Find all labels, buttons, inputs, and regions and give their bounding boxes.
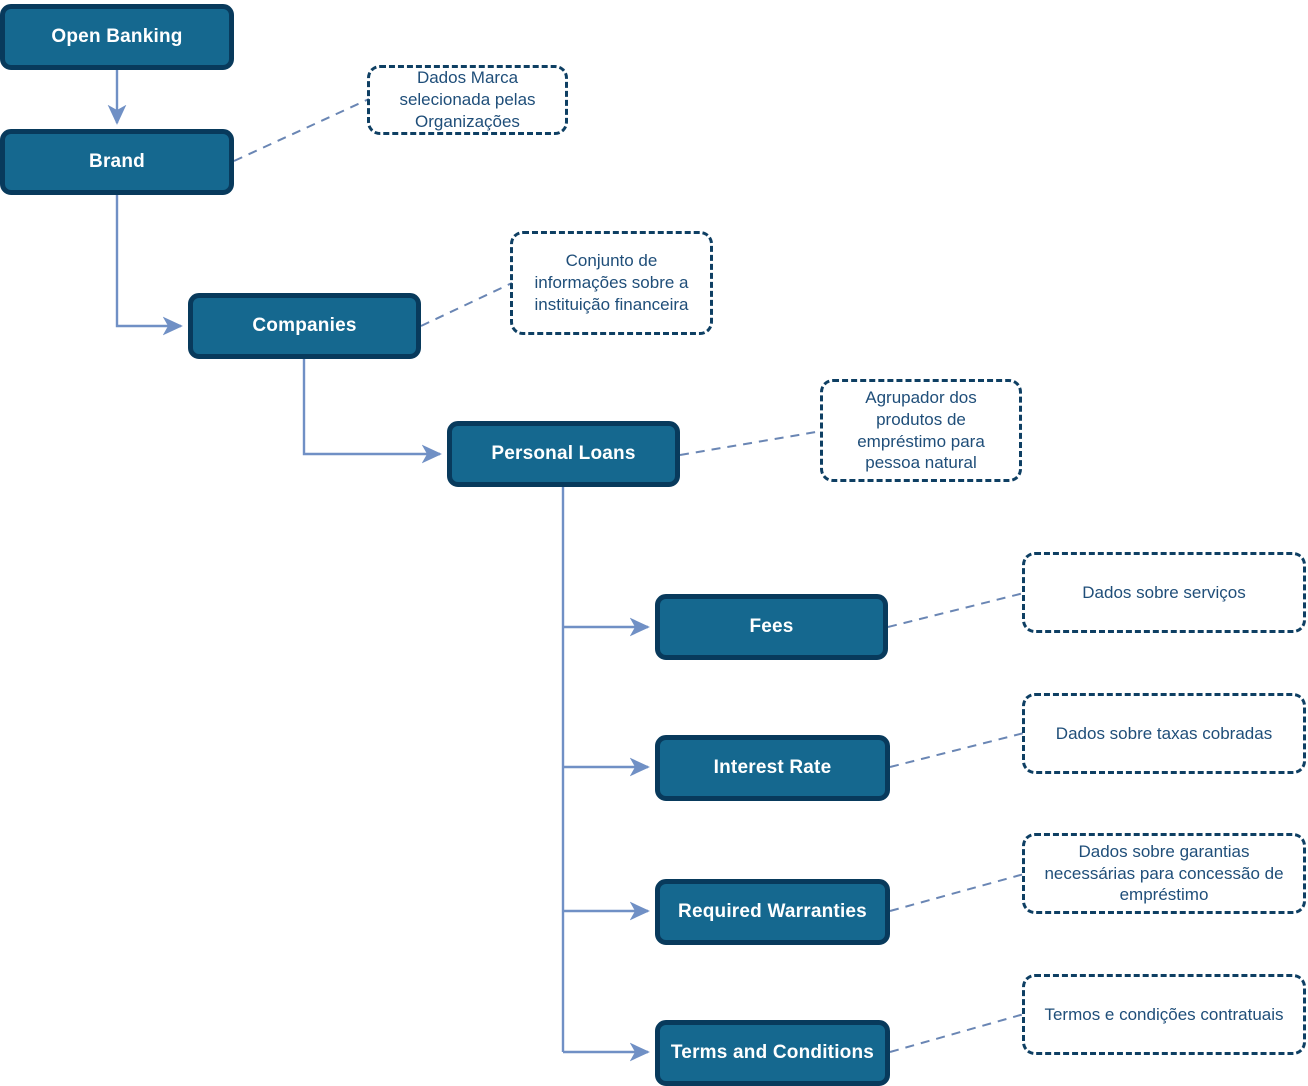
note-personal-loans: Agrupador dos produtos de empréstimo par… <box>820 379 1022 482</box>
note-required-warranties-text: Dados sobre garantias necessárias para c… <box>1044 841 1284 905</box>
note-interest-rate-text: Dados sobre taxas cobradas <box>1055 723 1273 743</box>
node-fees-label: Fees <box>749 616 794 638</box>
note-companies-text: Conjunto de informações sobre a institui… <box>534 251 689 314</box>
leader-terms-and-conditions-to-note <box>889 1013 1025 1053</box>
note-fees: Dados sobre serviços <box>1022 552 1306 633</box>
note-personal-loans-text: Agrupador dos produtos de empréstimo par… <box>857 388 985 473</box>
node-required-warranties[interactable]: Required Warranties <box>655 879 890 945</box>
edge-companies-to-personal-loans <box>302 358 442 464</box>
node-brand[interactable]: Brand <box>0 129 234 195</box>
note-interest-rate: Dados sobre taxas cobradas <box>1022 693 1306 774</box>
node-interest-rate[interactable]: Interest Rate <box>655 735 890 801</box>
leader-companies-to-note <box>420 282 513 327</box>
node-personal-loans[interactable]: Personal Loans <box>447 421 680 487</box>
node-required-warranties-label: Required Warranties <box>678 901 867 923</box>
node-fees[interactable]: Fees <box>655 594 888 660</box>
edge-brand-to-companies <box>115 193 183 336</box>
node-brand-label: Brand <box>89 151 145 173</box>
leader-brand-to-note <box>233 98 370 162</box>
leader-fees-to-note <box>887 592 1025 628</box>
note-brand: Dados Marca selecionada pelas Organizaçõ… <box>367 65 568 135</box>
note-terms-and-conditions: Termos e condições contratuais <box>1022 974 1306 1055</box>
note-companies: Conjunto de informações sobre a institui… <box>510 231 713 335</box>
note-brand-text: Dados Marca selecionada pelas Organizaçõ… <box>399 68 536 131</box>
note-required-warranties: Dados sobre garantias necessárias para c… <box>1022 833 1306 914</box>
note-terms-and-conditions-text: Termos e condições contratuais <box>1044 1004 1284 1024</box>
note-fees-text: Dados sobre serviços <box>1082 582 1246 602</box>
node-personal-loans-label: Personal Loans <box>491 443 636 465</box>
leader-interest-rate-to-note <box>889 732 1025 768</box>
node-open-banking[interactable]: Open Banking <box>0 4 234 70</box>
node-interest-rate-label: Interest Rate <box>713 757 832 779</box>
node-terms-and-conditions[interactable]: Terms and Conditions <box>655 1020 890 1086</box>
node-companies-label: Companies <box>252 315 357 337</box>
leader-required-warranties-to-note <box>889 873 1025 912</box>
node-terms-and-conditions-label: Terms and Conditions <box>670 1042 875 1064</box>
leader-personal-loans-to-note <box>679 430 823 456</box>
node-companies[interactable]: Companies <box>188 293 421 359</box>
node-open-banking-label: Open Banking <box>51 26 183 48</box>
